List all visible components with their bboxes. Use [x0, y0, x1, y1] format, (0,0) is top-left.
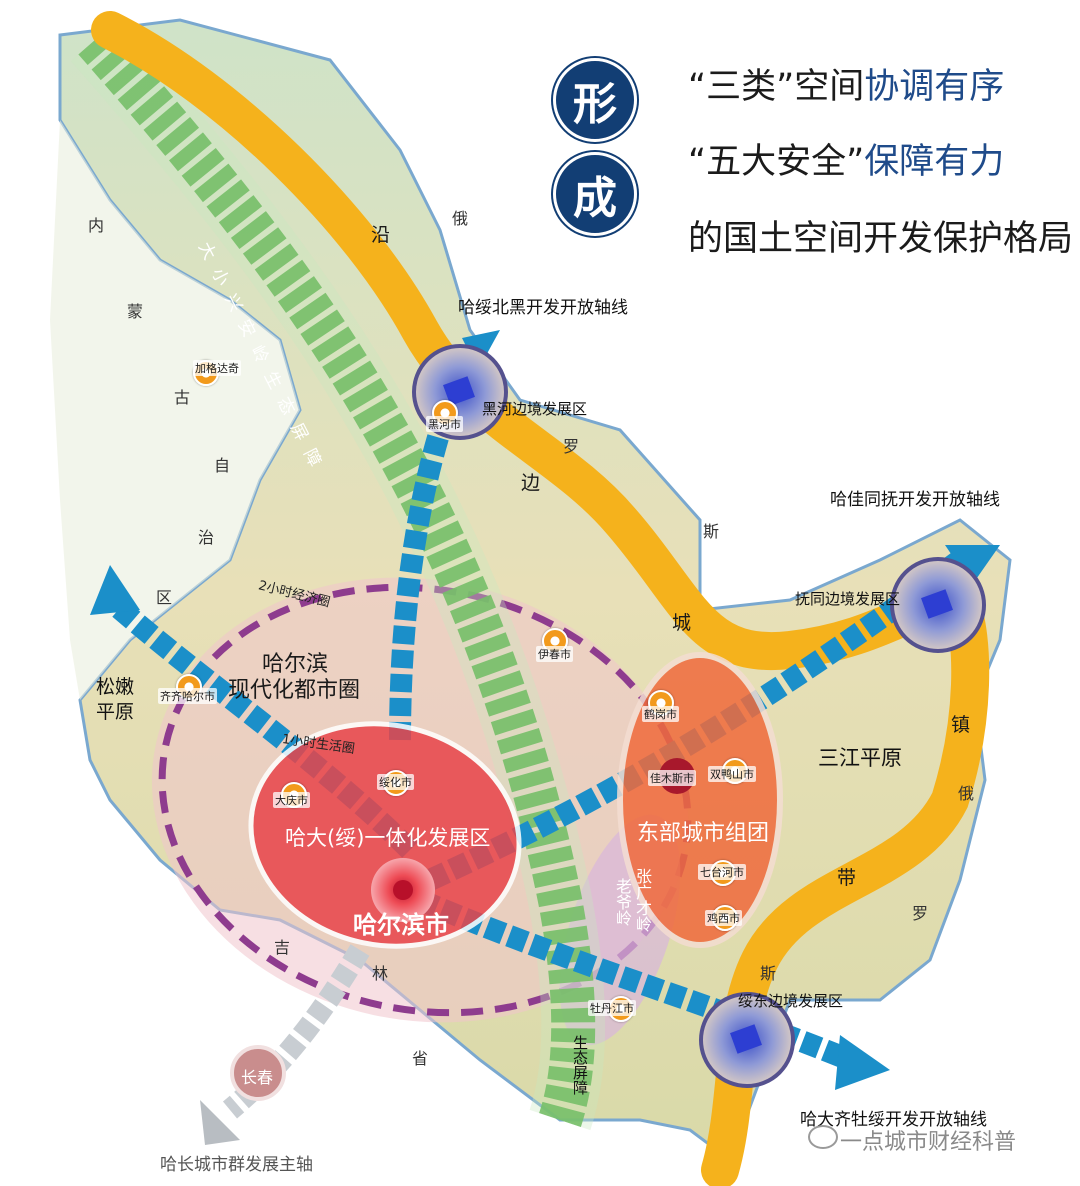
- hada-core-zone: [248, 721, 522, 949]
- russia2-char-1: 俄: [958, 784, 975, 803]
- daqing-label: 大庆市: [273, 792, 310, 808]
- headline-line-1-b: 协调有序: [864, 67, 1005, 107]
- axis-southwest-label: 哈长城市群发展主轴: [160, 1155, 313, 1175]
- jiamusi-label: 佳木斯市: [648, 770, 696, 786]
- border-belt-char-1: 沿: [371, 224, 391, 246]
- border-belt-char-2: 边: [521, 472, 541, 494]
- neimenggu-char-5: 治: [198, 528, 215, 547]
- russia2-char-2: 罗: [912, 904, 929, 923]
- xinganling-barrier-edge: [70, 18, 606, 1131]
- neimenggu-char-3: 古: [174, 388, 191, 407]
- metro-label-2: 现代化都市圈: [228, 678, 361, 703]
- border-belt-char-5: 带: [837, 867, 857, 889]
- qitaihe-label: 七台河市: [698, 864, 746, 880]
- hada-zone-label: 哈大(绥)一体化发展区: [285, 826, 491, 850]
- axis-east-arrow: [945, 545, 1000, 585]
- mudanjiang-label: 牡丹江市: [588, 1000, 636, 1016]
- songnen-label-1: 松嫩: [96, 676, 135, 698]
- jiagedaqi-label: 加格达奇: [193, 360, 241, 376]
- border-belt-char-3: 城: [672, 612, 692, 634]
- inner-mongolia-area: [50, 120, 300, 700]
- axis-east-label: 哈佳同抚开发开放轴线: [830, 490, 1000, 510]
- east-cluster-label: 东部城市组团: [637, 821, 770, 846]
- yichun-label: 伊春市: [536, 646, 573, 662]
- songnen-label-2: 平原: [96, 701, 135, 723]
- neimenggu-char-6: 区: [156, 588, 173, 607]
- southern-barrier-label: 生态屏障: [571, 1035, 589, 1095]
- suidong-zone-label: 绥东边境发展区: [738, 992, 844, 1010]
- border-belt-char-4: 镇: [951, 714, 971, 736]
- axis-north-label: 哈绥北黑开发开放轴线: [458, 298, 628, 318]
- badge-xing: 形: [553, 58, 637, 142]
- jilin-char-1: 吉: [274, 938, 291, 957]
- hegang-label: 鹤岗市: [642, 706, 679, 722]
- xinganling-barrier-band: [78, 25, 596, 1127]
- qiqihar-label: 齐齐哈尔市: [158, 688, 217, 704]
- russia-char-1: 俄: [452, 209, 469, 228]
- suihua-label: 绥化市: [377, 774, 414, 790]
- axis-northwest-arrow: [90, 565, 140, 615]
- jilin-char-2: 林: [372, 964, 389, 983]
- laoyeling-label: 老爷岭: [613, 878, 632, 926]
- headline-line-1-a: “三类”空间: [688, 67, 865, 107]
- shuangyashan-label: 双鸭山市: [708, 766, 756, 782]
- axis-southeast-label: 哈大齐牡绥开发开放轴线: [800, 1110, 987, 1130]
- neimenggu-char-2: 蒙: [127, 302, 144, 321]
- harbin-core-dot: [393, 880, 413, 900]
- headline-line-2-a: “五大安全”: [688, 142, 865, 182]
- russia-char-3: 斯: [703, 522, 720, 541]
- neimenggu-char-4: 自: [214, 456, 231, 475]
- watermark-text: 一点城市财经科普: [840, 1130, 1017, 1155]
- changchun-label: 长春: [241, 1068, 274, 1087]
- axis-southeast-arrow: [835, 1035, 890, 1090]
- wechat-icon: [808, 1125, 838, 1149]
- badge-cheng: 成: [553, 152, 637, 236]
- russia2-char-3: 斯: [760, 964, 777, 983]
- sanjiang-label: 三江平原: [818, 746, 902, 770]
- neimenggu-char-1: 内: [88, 216, 105, 235]
- jilin-char-3: 省: [412, 1049, 429, 1068]
- headline-line-3: 的国土空间开发保护格局: [688, 219, 1074, 259]
- metro-label-1: 哈尔滨: [262, 652, 329, 677]
- futong-zone-label: 抚同边境发展区: [795, 590, 901, 608]
- russia-char-2: 罗: [563, 437, 580, 456]
- harbin-label: 哈尔滨市: [353, 911, 449, 939]
- headline-line-2-b: 保障有力: [864, 142, 1005, 182]
- headline-line-2: “五大安全”保障有力: [688, 133, 1004, 184]
- zhangguangcai-label: 张广才岭: [633, 868, 652, 932]
- headline-line-1: “三类”空间协调有序: [688, 58, 1004, 109]
- jixi-label: 鸡西市: [705, 910, 742, 926]
- suidong-hub: [699, 992, 795, 1088]
- heihe-label: 黑河市: [426, 416, 463, 432]
- changchun-node: [230, 1045, 286, 1101]
- axis-southwest-arrow: [200, 1100, 240, 1145]
- futong-hub: [890, 557, 986, 653]
- heihe-zone-label: 黑河边境发展区: [482, 400, 588, 418]
